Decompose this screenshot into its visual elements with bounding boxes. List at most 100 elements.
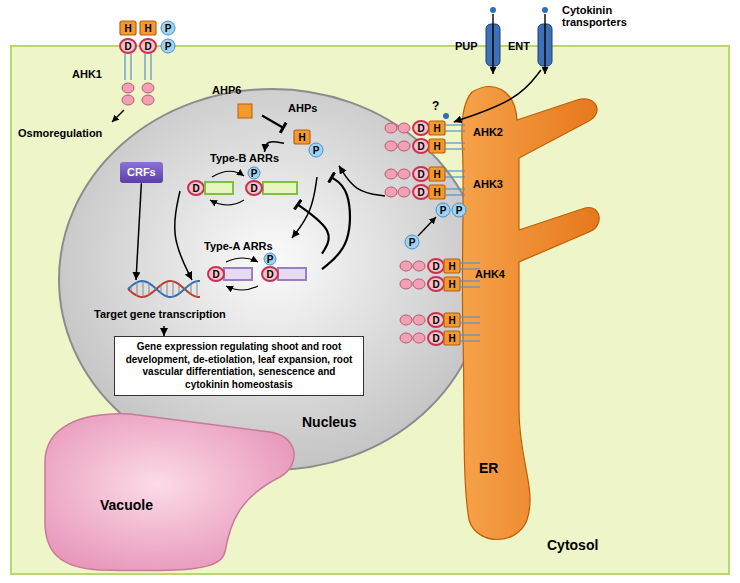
chase-domain: [385, 141, 397, 151]
label-holder: D: [417, 123, 424, 134]
domain-letter: H: [448, 261, 455, 272]
label-holder: D: [417, 169, 424, 180]
activation-arc: [226, 286, 258, 290]
transmembrane-line: [445, 130, 465, 131]
domain-letter: D: [432, 315, 439, 326]
transporter-group: ENT: [508, 20, 555, 70]
label-holder: H: [298, 132, 305, 143]
domain-letter: H: [124, 23, 131, 34]
receptor-group: AHK3: [385, 168, 510, 230]
chase-domain: [413, 315, 425, 325]
er-shape: ER: [457, 80, 617, 550]
activation-connector: [175, 191, 192, 280]
receiver-domain: [246, 181, 262, 195]
receiver-domain: [413, 185, 429, 199]
transmembrane-line: [460, 316, 480, 317]
his-kinase-domain: [429, 139, 445, 153]
label-holder: D: [124, 41, 131, 52]
cytokinin-dot: [490, 7, 496, 13]
transmembrane-line: [445, 194, 465, 195]
phosphate: [264, 253, 276, 265]
label-holder: D: [417, 187, 424, 198]
dna-rung: [179, 284, 180, 293]
dna-rung: [149, 283, 150, 295]
domain-letter: P: [251, 168, 258, 179]
label-holder: ?: [432, 100, 439, 113]
inhibition-connector: [262, 116, 284, 129]
domain-letter: P: [409, 237, 416, 248]
chase-domain: [142, 95, 154, 105]
domain-letter: H: [433, 169, 440, 180]
receptor-group: AHK2: [385, 122, 510, 164]
chase-domain: [122, 83, 134, 93]
activation-connector: [454, 70, 541, 122]
receiver-domain: [428, 259, 444, 273]
receiver-domain: [413, 139, 429, 153]
chase-domain: [398, 123, 410, 133]
domain-letter: D: [250, 183, 257, 194]
cell-region: CytosolNucleusCRFsType-B ARRsType-A ARRs…: [10, 45, 730, 575]
phosphate: [405, 235, 419, 249]
label-holder: H: [448, 333, 455, 344]
node-label: Type-B ARRs: [210, 152, 279, 165]
phosphate: [452, 203, 466, 217]
domain-letter: D: [144, 41, 151, 52]
domain-letter: P: [267, 254, 274, 265]
activation-arc: [226, 258, 258, 262]
his-kinase-domain: [429, 185, 445, 199]
node-label: ENT: [508, 40, 530, 53]
label-holder: D: [432, 261, 439, 272]
transmembrane-line: [460, 340, 480, 341]
dna-rung: [191, 284, 192, 295]
activation-arc: [210, 200, 244, 205]
protein-group: AHP6: [212, 84, 262, 126]
domain-letter: P: [165, 41, 172, 52]
dna-rung: [155, 288, 156, 290]
chase-domain: [142, 83, 154, 93]
process-box: Gene expression regulating shoot and roo…: [114, 336, 364, 396]
output-domain: [224, 268, 252, 280]
chase-domain: [400, 261, 412, 271]
his-kinase-domain: [294, 130, 310, 144]
vacuole-outline: [45, 414, 294, 571]
node-label: Type-A ARRs: [204, 240, 273, 253]
label-holder: D: [432, 315, 439, 326]
cytokinin-dot: [443, 113, 449, 119]
transmembrane-line: [445, 188, 465, 189]
er-outline: [462, 87, 599, 540]
receiver-domain: [413, 121, 429, 135]
receiver-domain: [413, 167, 429, 181]
chase-domain: [400, 279, 412, 289]
label-holder: P: [165, 23, 172, 34]
dna-strand: [128, 281, 200, 297]
ahp6-protein: [238, 104, 252, 118]
receiver-domain: [428, 331, 444, 345]
protein-group: Type-B ARRs: [180, 152, 310, 204]
node-label: AHK4: [475, 268, 505, 281]
chase-domain: [385, 187, 397, 197]
receiver-domain: [208, 267, 224, 281]
label-holder: H: [124, 23, 131, 34]
vacuole-shape-outline: [40, 402, 302, 572]
annotation: Osmoregulation: [18, 127, 102, 139]
domain-letter: D: [432, 261, 439, 272]
transmembrane-line: [460, 322, 480, 323]
transmembrane-line: [445, 124, 465, 125]
chase-domain: [398, 169, 410, 179]
domain-letter: P: [456, 205, 463, 216]
transmembrane-line: [130, 54, 131, 80]
vacuole-shape: Vacuole: [40, 402, 302, 572]
phosphate-arrow: [418, 217, 436, 236]
osmoregulation-arrow: [112, 110, 124, 122]
dna-group: Target gene transcription: [94, 280, 234, 326]
domain-letter: D: [212, 269, 219, 280]
node-label: ER: [479, 460, 498, 477]
domain-letter: D: [417, 141, 424, 152]
domain-letter: H: [448, 333, 455, 344]
transmembrane-line: [460, 268, 480, 269]
node-label: AHPs: [288, 102, 317, 115]
node-label: AHK1: [72, 68, 102, 81]
transporter-channel: [538, 24, 552, 66]
output-domain: [205, 182, 233, 194]
inhibition-connector: [297, 204, 329, 254]
